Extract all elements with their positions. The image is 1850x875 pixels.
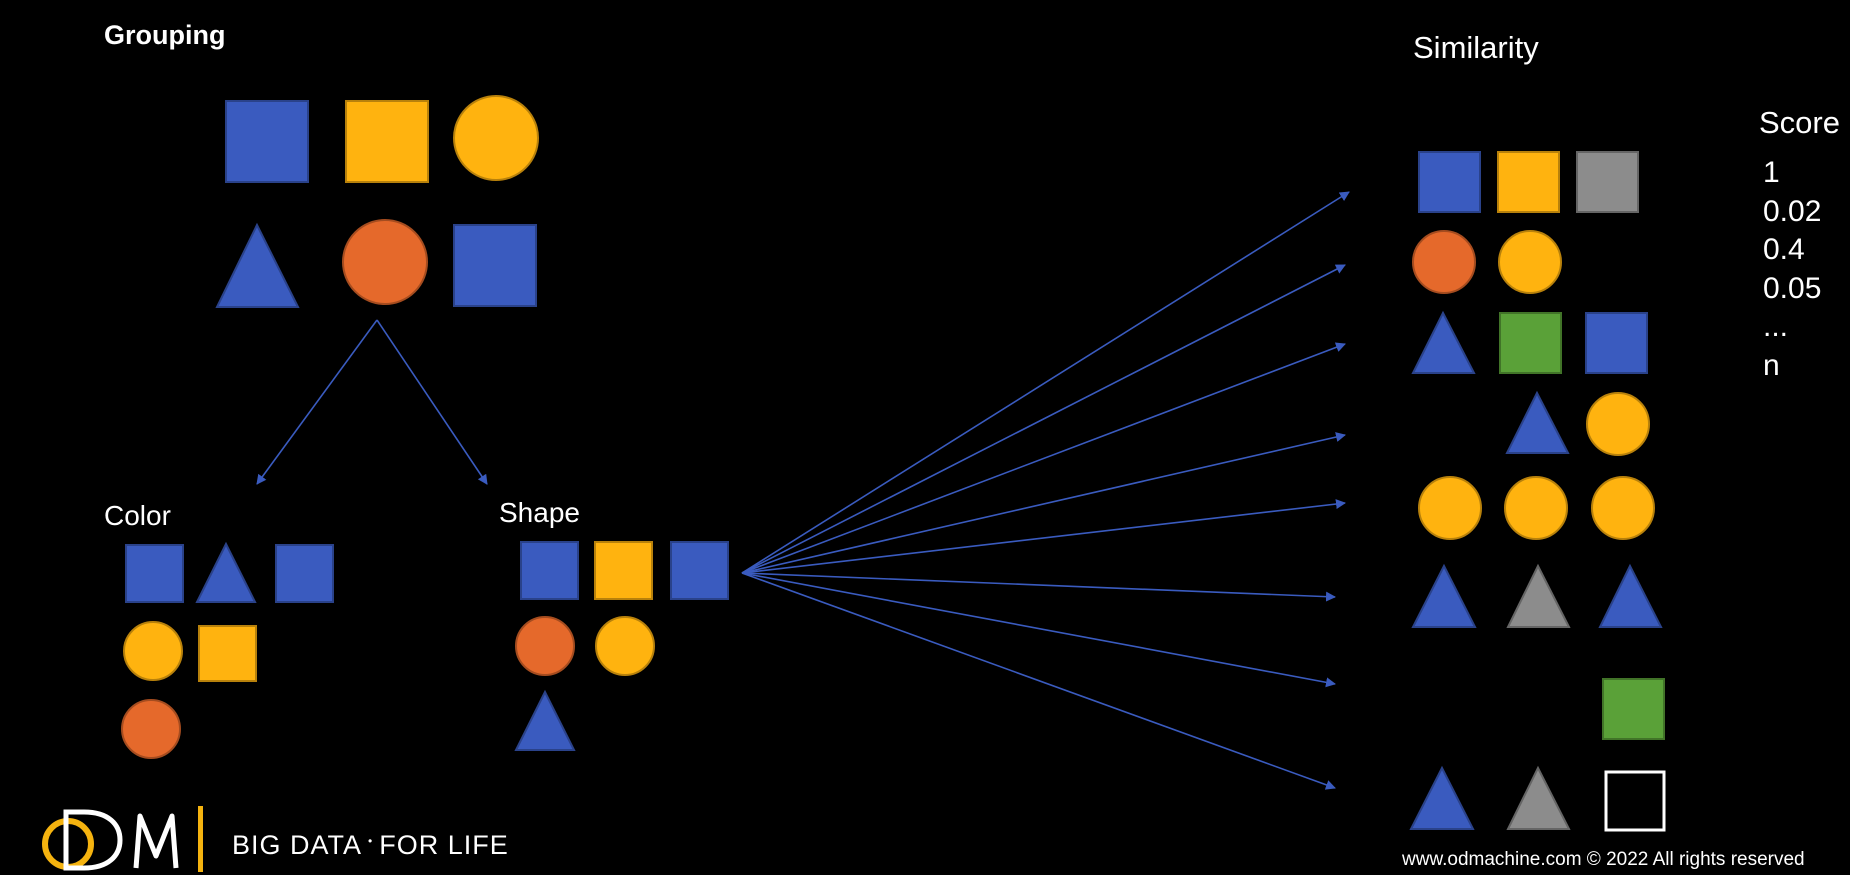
empty-square-shape [1604,770,1666,832]
gray-triangle-shape [1506,563,1571,628]
score-header: Score [1759,105,1840,140]
yellow-circle-shape [1418,476,1482,540]
blue-square-shape [125,544,184,603]
yellow-circle-shape [595,616,655,676]
similarity-arrow [741,499,1346,574]
similarity-arrow [741,264,1346,574]
arrow-to-shape-group [376,319,488,485]
shape-group-label: Shape [499,497,580,528]
blue-triangle-shape [1409,765,1475,830]
yellow-square-shape [594,541,653,600]
blue-square-shape [275,544,334,603]
similarity-arrow [741,572,1336,688]
tagline-part-2: FOR LIFE [379,830,509,860]
blue-triangle-shape [195,541,257,603]
similarity-arrow [741,432,1346,574]
similarity-arrows [741,191,1350,790]
similarity-row-6 [1411,563,1663,628]
orange-circle-shape [515,616,575,676]
logo-divider [198,806,203,872]
blue-square-shape [453,224,537,307]
yellow-circle-shape [123,621,183,681]
score-value: 1 [1763,156,1780,189]
orange-circle-shape [342,219,428,305]
score-value: 0.05 [1763,271,1822,305]
blue-triangle-shape [1598,563,1663,628]
gray-square-shape [1576,151,1639,213]
score-value: n [1763,348,1780,382]
similarity-row-4 [1505,390,1650,456]
yellow-circle-shape [453,95,539,181]
orange-circle-shape [1412,230,1476,294]
yellow-circle-shape [1591,476,1655,540]
yellow-circle-shape [1504,476,1568,540]
arrow-to-color-group [256,319,378,485]
yellow-square-shape [1497,151,1560,213]
copyright-text: www.odmachine.com © 2022 All rights rese… [1402,849,1805,870]
score-value: 0.02 [1763,194,1822,228]
similarity-arrow [741,191,1350,574]
yellow-square-shape [198,625,257,682]
blue-square-shape [1418,151,1481,213]
footer-tagline: BIG DATA • FOR LIFE [232,830,509,861]
yellow-square-shape [345,100,429,183]
similarity-row-5 [1418,476,1655,540]
blue-square-shape [1585,312,1648,374]
similarity-arrow [741,572,1336,790]
blue-square-shape [520,541,579,600]
color-group-label: Color [104,500,171,531]
color-group-shapes [121,541,334,759]
blue-triangle-shape [1411,563,1477,628]
similarity-arrow [741,572,1336,602]
blue-triangle-shape [215,222,300,308]
orange-circle-shape [121,699,181,759]
gray-triangle-shape [1506,765,1571,830]
yellow-circle-shape [1498,230,1562,294]
grouping-title: Grouping [104,20,226,50]
split-arrows [256,319,488,485]
score-value: 0.4 [1763,233,1805,266]
tagline-separator: • [368,834,374,848]
green-square-shape [1602,678,1665,740]
tagline-part-1: BIG DATA [232,830,363,860]
green-square-shape [1499,312,1562,374]
blue-square-shape [670,541,729,600]
shape-group-shapes [514,541,729,751]
logo-d-icon [63,809,123,871]
similarity-row-7 [1602,678,1665,740]
similarity-row-2 [1412,230,1562,294]
blue-triangle-shape [1505,390,1570,454]
odm-logo [42,806,203,872]
similarity-arrow [741,342,1346,574]
similarity-row-1 [1418,151,1639,213]
similarity-title: Similarity [1413,30,1539,65]
similarity-row-8 [1409,765,1666,832]
score-value: ... [1763,310,1789,343]
grouping-shapes [215,95,539,308]
yellow-circle-shape [1586,392,1650,456]
logo-m-icon [133,813,179,869]
blue-triangle-shape [514,689,576,751]
score-list: 1 0.02 0.4 0.05 ... n [1763,154,1821,385]
blue-triangle-shape [1411,310,1476,374]
similarity-row-3 [1411,310,1648,374]
blue-square-shape [225,100,309,183]
